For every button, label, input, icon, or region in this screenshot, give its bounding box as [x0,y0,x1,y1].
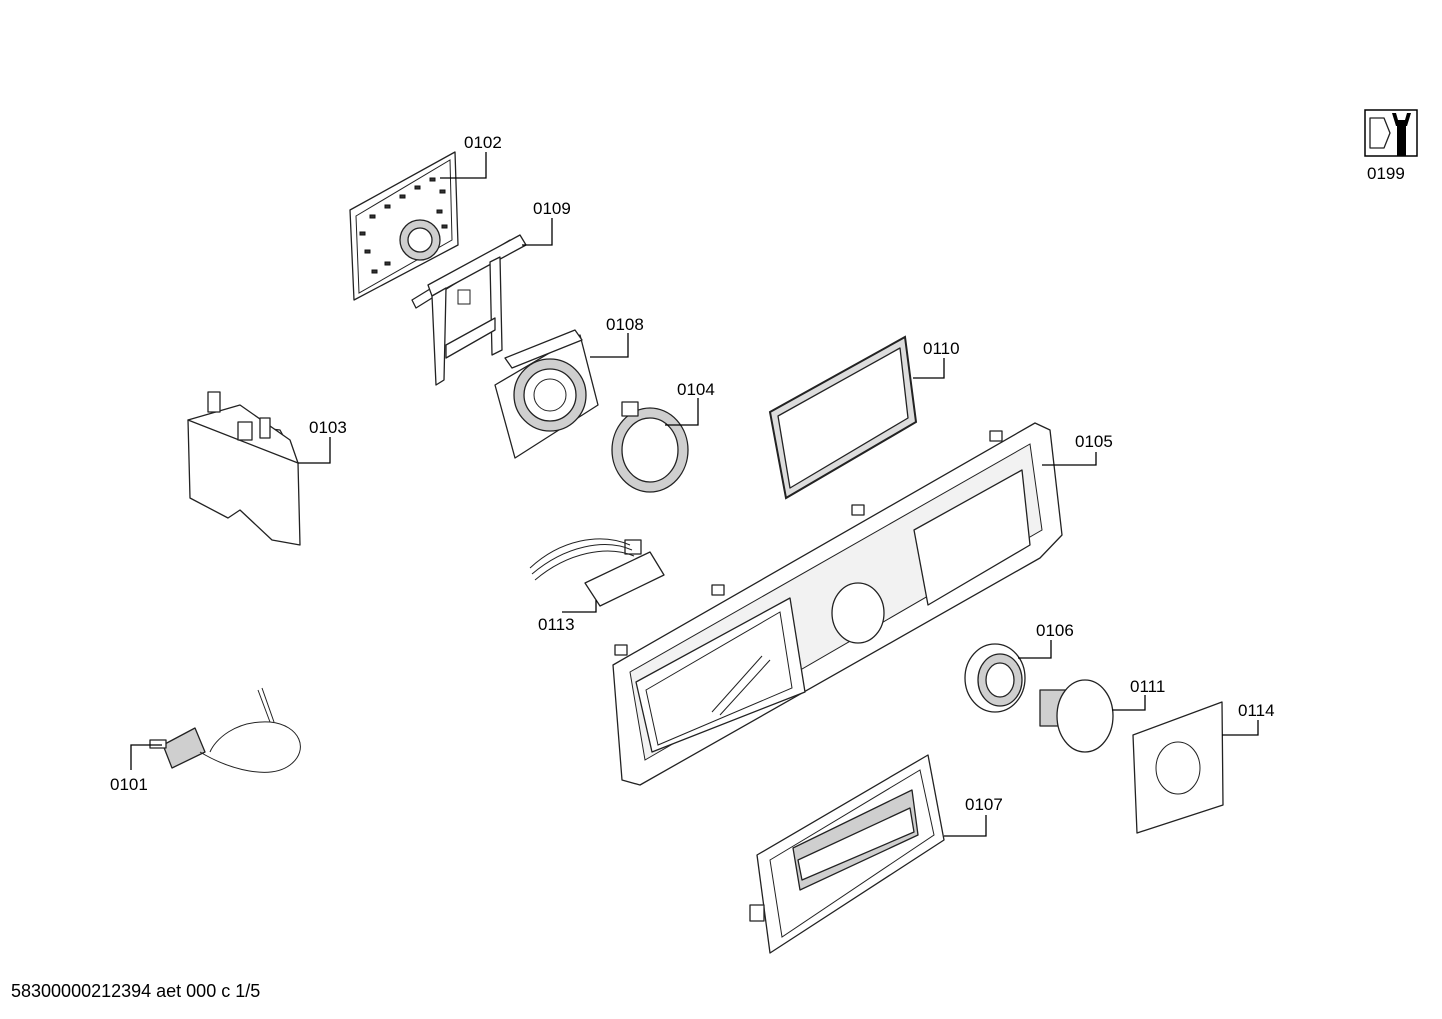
part-label-0106[interactable]: 0106 [1036,621,1074,640]
part-label-0108[interactable]: 0108 [606,315,644,334]
part-knob-label-sticker[interactable] [1132,701,1224,834]
part-label-0109[interactable]: 0109 [533,199,571,218]
part-label-0114[interactable]: 0114 [1238,701,1275,720]
part-label-0102[interactable]: 0102 [464,133,502,152]
part-selector-housing[interactable] [494,329,599,459]
part-display-window[interactable] [768,335,918,500]
part-detergent-drawer-handle[interactable] [749,754,945,954]
part-label-0105[interactable]: 0105 [1075,432,1113,451]
part-label-0103[interactable]: 0103 [309,418,347,437]
service-wrench-icon[interactable] [1364,109,1418,157]
part-light-ring[interactable] [611,401,689,493]
part-board-holder[interactable] [411,234,527,386]
part-interference-filter[interactable] [187,391,301,546]
part-mains-cable[interactable] [149,687,301,773]
part-control-panel-fascia[interactable] [612,422,1063,786]
part-label-0199[interactable]: 0199 [1367,164,1405,183]
part-label-0110[interactable]: 0110 [923,339,960,358]
part-label-0101[interactable]: 0101 [110,775,148,794]
document-id: 58300000212394 aet 000 c 1/5 [11,981,261,1001]
part-wiring-sensor-board[interactable] [529,538,665,607]
part-label-0107[interactable]: 0107 [965,795,1003,814]
part-knob-holder[interactable] [964,643,1026,713]
part-label-0113[interactable]: 0113 [538,615,575,634]
part-label-0104[interactable]: 0104 [677,380,715,399]
part-selector-knob[interactable] [1039,679,1114,753]
part-control-board[interactable] [349,151,459,301]
part-label-0111[interactable]: 0111 [1130,677,1165,696]
